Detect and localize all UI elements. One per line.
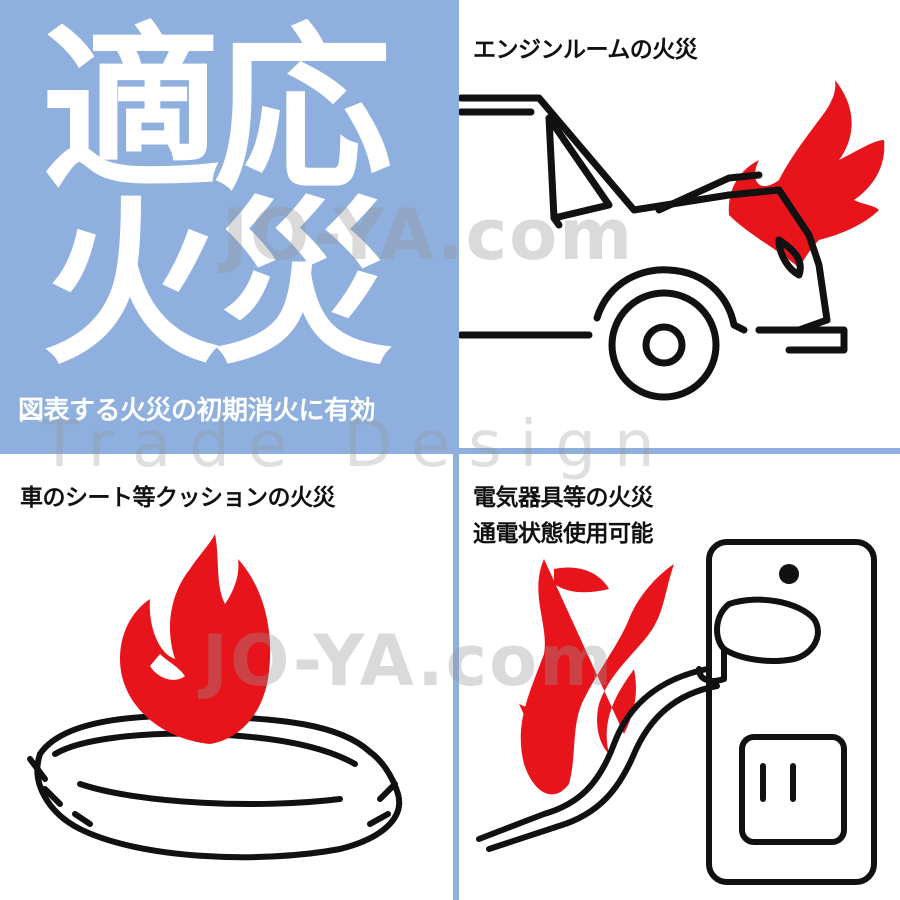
electric-fire-caption-line-1: 電気器具等の火災 — [473, 485, 654, 511]
engine-fire-panel: エンジンルームの火災 — [459, 0, 900, 448]
electric-fire-caption: 電気器具等の火災 通電状態使用可能 — [473, 480, 654, 552]
seat-fire-panel: 車のシート等クッションの火災 — [0, 454, 453, 900]
electric-fire-panel: 電気器具等の火災 通電状態使用可能 — [459, 454, 900, 900]
engine-fire-caption: エンジンルームの火災 — [473, 37, 698, 63]
flame-icon — [728, 80, 885, 268]
cushion-icon — [27, 534, 403, 861]
horizontal-divider — [0, 448, 900, 454]
electric-fire-caption-line-2: 通電状態使用可能 — [473, 521, 654, 547]
flame-icon — [520, 559, 674, 795]
headline-subtitle: 図表する火災の初期消火に有効 — [18, 396, 376, 426]
headline-panel: 適応 火災 図表する火災の初期消火に有効 — [0, 0, 453, 448]
headline-line-2: 火災 — [42, 181, 392, 388]
seat-fire-caption: 車のシート等クッションの火災 — [20, 485, 336, 511]
flame-icon — [120, 534, 271, 744]
car-icon — [459, 80, 885, 401]
power-outlet-icon — [476, 539, 877, 885]
headline-line-1: 適応 — [42, 7, 392, 214]
